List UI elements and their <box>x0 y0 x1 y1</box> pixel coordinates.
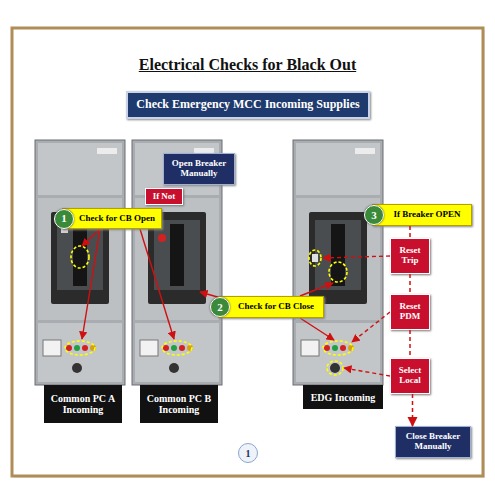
action-box: Reset Trip <box>390 238 430 274</box>
box-label: Check for CB Open <box>69 214 155 224</box>
condition-box: If Not <box>145 188 183 205</box>
breaker-handle <box>170 224 184 286</box>
action-box: Close Breaker Manually <box>395 426 471 458</box>
meter <box>43 340 61 356</box>
box-label: EDG Incoming <box>311 392 376 403</box>
box-label: Select Local <box>392 366 428 386</box>
panel-label: Common PC A Incoming <box>44 385 122 423</box>
box-label: Check Emergency MCC Incoming Supplies <box>136 98 359 111</box>
step-callout: 2Check for CB Close <box>218 296 324 318</box>
page-number-text: 1 <box>246 448 251 459</box>
box-label: Check for CB Close <box>228 302 314 312</box>
top-door <box>38 143 122 195</box>
leader-arrow <box>82 229 100 339</box>
box-label: Reset Trip <box>392 246 428 266</box>
callout-number: 3 <box>364 205 384 225</box>
box-label: Common PC A Incoming <box>46 393 120 415</box>
flow-connector <box>409 330 411 358</box>
leader-arrows <box>82 229 334 340</box>
leader-arrow <box>140 229 174 339</box>
indicator-lamp <box>74 345 80 351</box>
step-callout: 1Check for CB Open <box>62 208 162 229</box>
trip-button <box>158 234 166 242</box>
page-number: 1 <box>238 443 258 463</box>
action-leaders <box>323 256 390 376</box>
callout-number: 1 <box>54 209 74 229</box>
lower-door <box>296 323 380 382</box>
indicator-lamp <box>324 345 330 351</box>
leader-arrow <box>323 256 390 258</box>
nameplate <box>97 148 117 154</box>
highlight-rings <box>65 246 353 375</box>
page-title: Electrical Checks for Black Out <box>0 56 495 74</box>
step-callout: 3If Breaker OPEN <box>372 204 472 226</box>
box-label: Common PC B Incoming <box>142 393 216 415</box>
selector-knob <box>330 363 340 373</box>
box-label: Reset PDM <box>392 302 428 322</box>
leader-arrow <box>300 318 334 340</box>
switchgear-panel <box>35 140 125 385</box>
indicator-lamp <box>332 345 338 351</box>
page-frame <box>12 28 483 476</box>
selector-knob <box>169 363 179 373</box>
breaker-face <box>154 220 200 290</box>
flow-connector <box>409 274 411 294</box>
highlight-ring <box>329 262 347 282</box>
breaker-handle <box>331 224 345 286</box>
action-box: Reset PDM <box>390 294 430 330</box>
indicator-window <box>312 254 318 262</box>
box-label: If Not <box>153 192 176 202</box>
panel-label: EDG Incoming <box>303 385 383 409</box>
breaker-handle <box>73 224 87 286</box>
indicator-lamp <box>179 345 185 351</box>
lower-door <box>135 323 219 382</box>
selector-knob <box>72 363 82 373</box>
lower-door <box>38 323 122 382</box>
flow-connector <box>412 394 414 426</box>
flow-connector <box>409 226 411 238</box>
action-box: Open Breaker Manually <box>163 153 235 185</box>
box-label: Open Breaker Manually <box>166 159 232 179</box>
indicator-lamp <box>340 345 346 351</box>
leader-arrow <box>344 368 390 376</box>
indicator-lamp <box>163 345 169 351</box>
breaker-face <box>315 220 361 290</box>
action-box: Select Local <box>390 358 430 394</box>
callout-number: 2 <box>210 297 230 317</box>
nameplate <box>355 148 375 154</box>
cabinet <box>35 140 125 385</box>
panel-label: Common PC B Incoming <box>140 385 218 423</box>
highlight-ring <box>327 361 343 375</box>
highlight-ring <box>71 246 89 268</box>
meter <box>140 340 158 356</box>
highlight-ring <box>323 341 353 355</box>
top-door <box>296 143 380 195</box>
cabinet <box>293 140 383 385</box>
indicator-lamp <box>171 345 177 351</box>
highlight-ring <box>309 250 321 266</box>
heading-band: Check Emergency MCC Incoming Supplies <box>126 91 370 119</box>
box-label: Close Breaker Manually <box>398 432 468 452</box>
indicator-lamp <box>82 345 88 351</box>
leader-arrow <box>352 312 390 342</box>
leader-arrow <box>300 283 333 296</box>
switchgear-panel <box>293 140 383 385</box>
indicator-lamp <box>66 345 72 351</box>
highlight-ring <box>162 341 192 355</box>
box-label: If Breaker OPEN <box>383 210 460 220</box>
highlight-ring <box>65 341 95 355</box>
meter <box>301 340 319 356</box>
